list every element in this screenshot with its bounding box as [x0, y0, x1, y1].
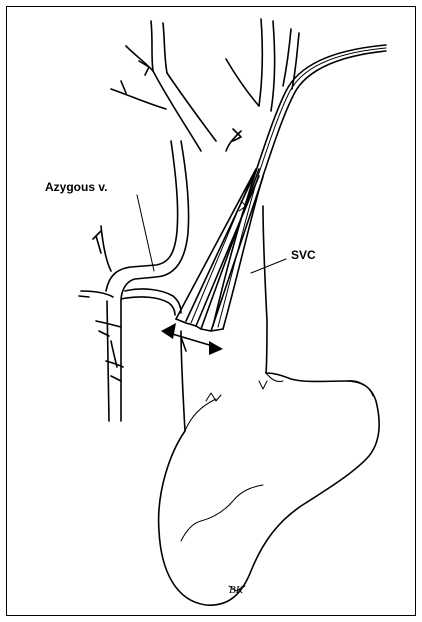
svc-label: SVC [291, 248, 316, 262]
catheter-bundle [176, 45, 386, 331]
svc-leader-line [251, 259, 286, 273]
right-atrium [159, 373, 380, 605]
azygous-label: Azygous v. [45, 180, 107, 194]
illustrator-signature: BK [229, 584, 244, 596]
figure-frame: Azygous v. SVC BK [6, 6, 416, 616]
azygous-leader-line [137, 195, 154, 271]
upper-branches [111, 19, 299, 151]
direction-arrows [161, 323, 223, 355]
anatomy-illustration: Azygous v. SVC BK [7, 7, 417, 617]
